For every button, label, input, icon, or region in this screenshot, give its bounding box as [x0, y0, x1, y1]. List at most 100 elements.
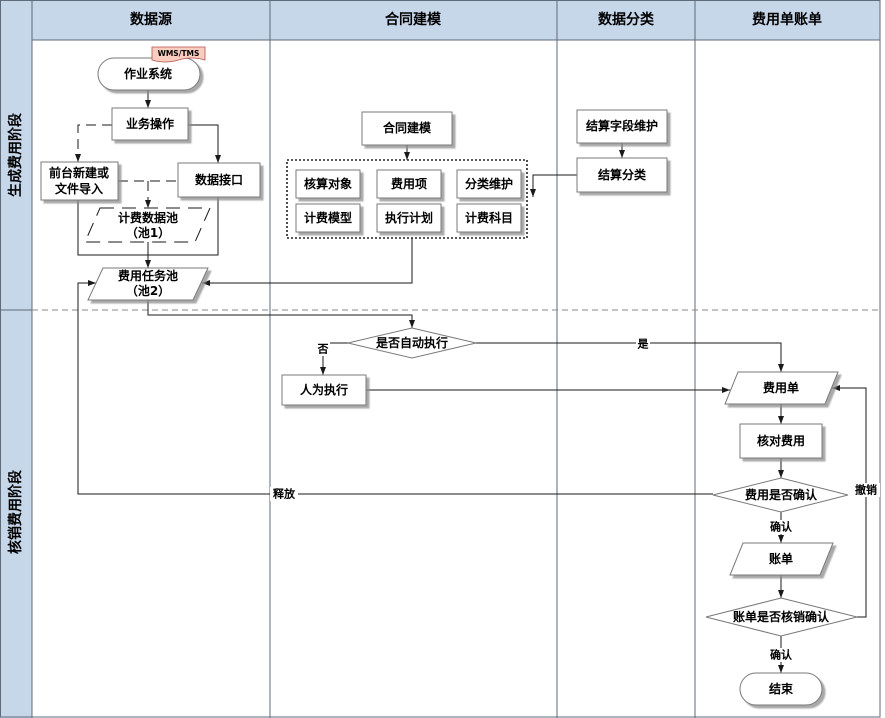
phase-label-column [0, 0, 32, 718]
check-fee-label: 核对费用 [757, 433, 805, 448]
billing-pool-label-line1: 计费数据池 [118, 210, 178, 225]
business-ops-label: 业务操作 [126, 116, 174, 131]
lane-header-fee-bill: 费用单账单 [752, 11, 822, 28]
edge-label-no: 否 [316, 342, 330, 356]
billing-pool-label-line2: （池1） [126, 225, 170, 240]
node-task-pool: 费用任务池 （池2） [87, 267, 209, 301]
edge-label-yes: 是 [636, 337, 650, 351]
node-bill: 账单 [729, 542, 834, 576]
edge-revoke-to-fee-sheet [832, 385, 867, 618]
contract-item-label: 执行计划 [385, 210, 433, 225]
node-manual-exec: 人为执行 [281, 374, 367, 406]
frontend-import-shape [40, 161, 119, 201]
edge-label-no-text: 否 [317, 343, 329, 356]
edge-label-yes-text: 是 [637, 338, 650, 351]
contract-item-billing-subject: 计费科目 [456, 203, 522, 233]
manual-exec-shape [281, 374, 367, 406]
phase-label-generate: 生成费用阶段 [7, 113, 24, 197]
contract-item-shape [376, 169, 442, 199]
task-pool-label-line2: （池2） [126, 283, 170, 298]
business-ops-shape [111, 107, 189, 141]
settle-class-label: 结算分类 [598, 167, 647, 182]
fee-confirm-decision-shape [712, 477, 849, 513]
edge-release-to-task-pool [77, 280, 713, 495]
frontend-import-label-line2: 文件导入 [55, 181, 103, 196]
lane-header-data-source: 数据源 [130, 11, 172, 28]
edge-settleclass-to-group [530, 174, 577, 197]
node-settle-class: 结算分类 [576, 157, 668, 193]
ops-system-tag-shape [151, 46, 206, 63]
contract-item-shape [295, 169, 361, 199]
edge-label-confirm-bill: 确认 [767, 648, 795, 662]
contract-item-billing-model: 计费模型 [295, 203, 361, 233]
node-auto-exec-decision: 是否自动执行 [347, 327, 477, 359]
node-settle-field-maint: 结算字段维护 [576, 109, 668, 144]
frontend-import-label-line1: 前台新建或 [49, 165, 109, 180]
ops-system-label: 作业系统 [124, 66, 172, 81]
edges [75, 90, 867, 673]
ops-system-tag-label: WMS/TMS [158, 49, 200, 58]
bill-confirm-decision-label: 账单是否核销确认 [733, 609, 830, 624]
edge-label-revoke: 撤销 [852, 483, 880, 497]
ops-system-shape [97, 57, 201, 91]
contract-item-shape [295, 203, 361, 233]
contract-item-exec-plan: 执行计划 [376, 203, 442, 233]
contract-item-class-maint: 分类维护 [456, 169, 522, 199]
task-pool-shape [87, 267, 209, 301]
contract-item-shape [456, 169, 522, 199]
node-billing-pool: 计费数据池 （池1） [84, 207, 211, 243]
data-interface-label: 数据接口 [195, 172, 243, 187]
auto-exec-decision-label: 是否自动执行 [375, 335, 448, 350]
edge-label-confirm-fee: 确认 [767, 520, 795, 534]
bill-confirm-decision-shape [705, 597, 858, 637]
edge-group-to-task-pool [202, 238, 413, 286]
node-contract-modeling: 合同建模 [361, 111, 453, 146]
contract-item-label: 计费模型 [304, 210, 352, 225]
edge-auto-yes-to-fee-sheet [476, 342, 784, 372]
ops-system-tag: WMS/TMS [151, 46, 206, 63]
fee-confirm-decision-label: 费用是否确认 [745, 487, 818, 502]
contract-item-fee-item: 费用项 [376, 169, 442, 199]
contract-item-shape [376, 203, 442, 233]
check-fee-shape [739, 423, 823, 459]
manual-exec-label: 人为执行 [300, 382, 348, 397]
edge-label-confirm-fee-text: 确认 [770, 520, 793, 534]
edge-business-to-interface [188, 124, 221, 163]
bill-label: 账单 [769, 551, 793, 566]
phase-label-writeoff: 核销费用阶段 [7, 470, 24, 554]
node-frontend-import: 前台新建或 文件导入 [40, 161, 119, 201]
lane-header-data-classification: 数据分类 [598, 11, 655, 28]
settle-class-shape [576, 157, 668, 193]
edge-label-release: 释放 [270, 487, 298, 501]
end-label: 结束 [769, 681, 794, 696]
lane-header-contract-modeling: 合同建模 [385, 11, 442, 28]
data-interface-shape [177, 162, 261, 198]
fee-sheet-label: 费用单 [763, 380, 799, 395]
contract-item-label: 计费科目 [465, 210, 513, 225]
node-fee-confirm-decision: 费用是否确认 [712, 477, 849, 513]
edge-label-confirm-bill-text: 确认 [770, 648, 793, 662]
node-fee-sheet: 费用单 [724, 371, 839, 405]
edge-label-revoke-text: 撤销 [855, 483, 877, 497]
bill-shape [729, 542, 834, 576]
settle-field-maint-shape [576, 109, 668, 144]
node-ops-system: 作业系统 [97, 57, 201, 91]
edge-label-release-text: 释放 [273, 487, 296, 501]
auto-exec-decision-shape [347, 327, 477, 359]
fee-sheet-shape [724, 371, 839, 405]
contract-item-label: 分类维护 [465, 176, 513, 191]
edge-business-to-frontend [75, 124, 112, 162]
node-data-interface: 数据接口 [177, 162, 261, 198]
node-end: 结束 [739, 672, 823, 706]
end-shape [739, 672, 823, 706]
contract-modeling-shape [361, 111, 453, 146]
edge-task-pool-to-auto-decision [147, 300, 415, 328]
task-pool-label-line1: 费用任务池 [118, 268, 178, 283]
node-bill-confirm-decision: 账单是否核销确认 [705, 597, 858, 637]
contract-items-group: 核算对象 费用项 分类维护 计费模型 执行计划 计费科目 [286, 159, 528, 239]
settle-field-maint-label: 结算字段维护 [586, 118, 658, 133]
contract-item-shape [456, 203, 522, 233]
node-check-fee: 核对费用 [739, 423, 823, 459]
